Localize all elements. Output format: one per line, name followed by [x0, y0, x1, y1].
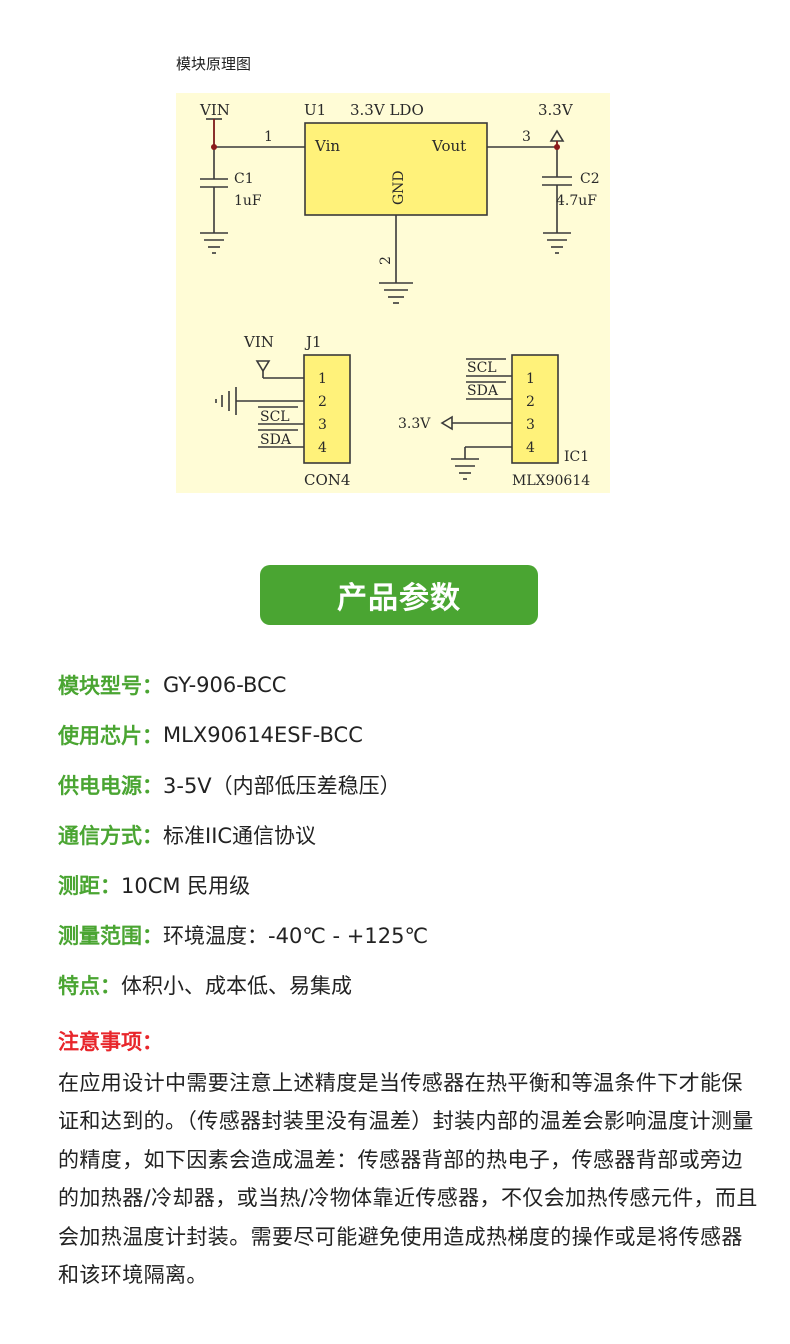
j1-pin1: 1 — [318, 371, 327, 387]
spec-row-model: 模块型号：GY-906-BCC — [58, 660, 428, 710]
ic1-pin2: 2 — [526, 394, 535, 410]
ic1-ref: IC1 — [564, 449, 589, 465]
spec-label: 供电电源： — [58, 774, 163, 798]
spec-value: 标准IIC通信协议 — [163, 824, 317, 848]
ic1-pin3: 3 — [526, 417, 535, 433]
spec-value: 3-5V（内部低压差稳压） — [163, 774, 401, 798]
spec-label: 模块型号： — [58, 674, 163, 698]
ic1-pin1: 1 — [526, 371, 535, 387]
c2-ref: C2 — [580, 171, 600, 187]
spec-row-range: 测距：10CM 民用级 — [58, 860, 428, 910]
j1-pin3: 3 — [318, 417, 327, 433]
j1-body — [303, 354, 351, 464]
spec-label: 测量范围： — [58, 924, 163, 948]
c1-ref: C1 — [234, 171, 254, 187]
v33-label: 3.3V — [538, 101, 574, 119]
spec-value: MLX90614ESF-BCC — [163, 723, 363, 747]
ldo-pin1-num: 1 — [264, 129, 273, 145]
ldo-pin-vout: Vout — [431, 137, 466, 155]
c2-value: 4.7uF — [556, 193, 597, 209]
spec-row-power: 供电电源：3-5V（内部低压差稳压） — [58, 760, 428, 810]
note-title: 注意事项： — [58, 1030, 163, 1054]
schematic-caption: 模块原理图 — [176, 55, 252, 73]
spec-value: GY-906-BCC — [163, 673, 287, 697]
spec-value: 10CM 民用级 — [121, 874, 251, 898]
j1-vin-label: VIN — [243, 333, 274, 351]
spec-row-comm: 通信方式：标准IIC通信协议 — [58, 810, 428, 860]
schematic-diagram: VIN U1 3.3V LDO 3.3V 1 3 Vin Vout GND 2 … — [176, 93, 610, 493]
spec-value: 体积小、成本低、易集成 — [121, 974, 352, 998]
ldo-title: 3.3V LDO — [350, 101, 424, 119]
note-body: 在应用设计中需要注意上述精度是当传感器在热平衡和等温条件下才能保证和达到的。（传… — [58, 1071, 758, 1288]
ic1-pin4: 4 — [526, 440, 535, 456]
j1-ref: J1 — [304, 333, 322, 351]
spec-label: 使用芯片： — [58, 724, 163, 748]
j1-scl-label: SCL — [260, 409, 290, 425]
spec-label: 通信方式： — [58, 824, 163, 848]
ldo-pin-vin: Vin — [314, 137, 340, 155]
ic1-body — [511, 354, 559, 464]
ic1-v33-label: 3.3V — [398, 416, 431, 432]
j1-sda-label: SDA — [260, 432, 292, 448]
vin-label: VIN — [199, 101, 230, 119]
spec-label: 特点： — [58, 974, 121, 998]
spec-row-chip: 使用芯片：MLX90614ESF-BCC — [58, 710, 428, 760]
ic1-connector — [440, 358, 512, 480]
ldo-pin-gnd: GND — [391, 170, 407, 205]
ldo-pin3-num: 3 — [522, 129, 531, 145]
ic1-sda-label: SDA — [467, 383, 499, 399]
j1-connector — [215, 360, 304, 448]
spec-list: 模块型号：GY-906-BCC 使用芯片：MLX90614ESF-BCC 供电电… — [58, 660, 428, 1010]
spec-row-features: 特点：体积小、成本低、易集成 — [58, 960, 428, 1010]
ldo-chip-body — [304, 122, 488, 216]
spec-value: 环境温度：-40℃ - +125℃ — [163, 924, 429, 948]
j1-pin4: 4 — [318, 440, 327, 456]
product-params-header: 产品参数 — [260, 565, 538, 625]
ic1-scl-label: SCL — [467, 360, 497, 376]
spec-label: 测距： — [58, 874, 121, 898]
ic1-name: MLX90614 — [512, 473, 590, 489]
j1-name: CON4 — [304, 471, 350, 489]
j1-pin2: 2 — [318, 394, 327, 410]
c1-value: 1uF — [234, 193, 262, 209]
ldo-ref: U1 — [304, 101, 326, 119]
spec-row-measure-range: 测量范围：环境温度：-40℃ - +125℃ — [58, 910, 428, 960]
ldo-pin2-num: 2 — [378, 256, 394, 265]
